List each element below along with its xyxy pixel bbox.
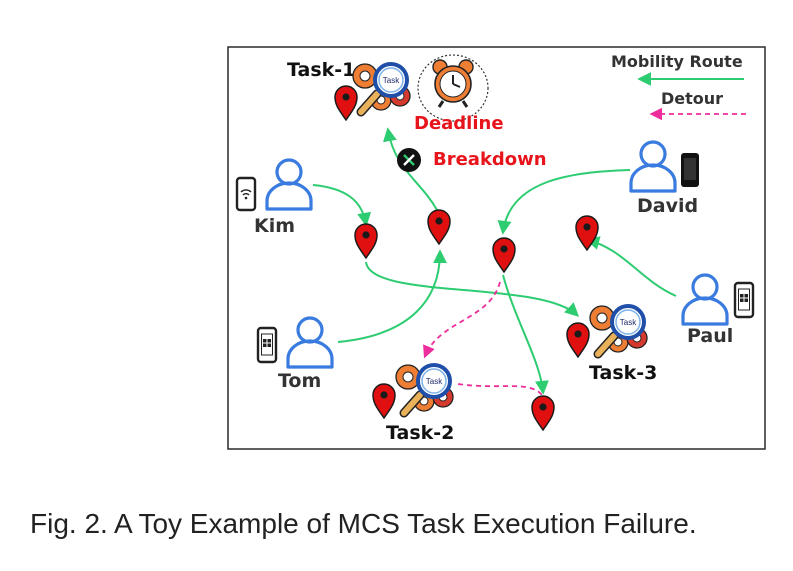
route-kim xyxy=(312,184,372,227)
tom-label: Tom xyxy=(278,370,321,392)
mobility-routes xyxy=(312,127,677,395)
tom-phone-icon xyxy=(256,326,278,364)
task1-icon-text: Task xyxy=(383,76,400,85)
route-task1 xyxy=(383,127,438,211)
task2-label: Task-2 xyxy=(386,422,454,444)
paul-label: Paul xyxy=(687,325,733,347)
david-label: David xyxy=(637,195,698,217)
breakdown-icon xyxy=(397,148,421,172)
route-david xyxy=(497,169,631,235)
task1-label: Task-1 xyxy=(287,59,355,81)
task3-icon-text: Task xyxy=(620,318,637,327)
breakdown-label: Breakdown xyxy=(433,149,547,170)
legend-detour-label: Detour xyxy=(661,89,723,108)
route-paul xyxy=(585,236,677,297)
route-down xyxy=(502,274,549,395)
task3-icon: Task xyxy=(590,306,647,354)
figure-caption: Fig. 2. A Toy Example of MCS Task Execut… xyxy=(30,508,697,539)
task1-icon: Task xyxy=(353,64,410,112)
kim-phone-icon xyxy=(235,176,257,212)
legend-mobility-label: Mobility Route xyxy=(611,52,743,71)
route-cross xyxy=(365,261,580,317)
detour-routes xyxy=(423,281,543,396)
task3-label: Task-3 xyxy=(589,362,657,384)
task2-icon: Task xyxy=(396,365,453,413)
route-tom xyxy=(337,249,447,343)
david-phone-icon xyxy=(681,153,699,187)
detour-to-task2 xyxy=(423,281,501,359)
detour-to-pin xyxy=(457,383,543,396)
deadline-label: Deadline xyxy=(414,113,504,134)
paul-phone-icon xyxy=(733,281,755,319)
task2-icon-text: Task xyxy=(426,377,443,386)
kim-label: Kim xyxy=(254,215,295,237)
deadline-highlight xyxy=(417,54,489,122)
alarm-clock-icon xyxy=(432,59,474,108)
